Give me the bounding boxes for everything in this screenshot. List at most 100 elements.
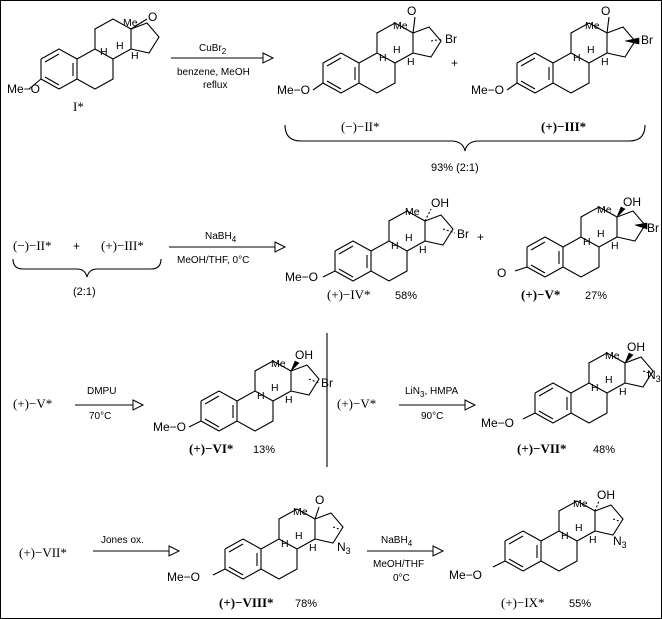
compound-label: (+)−VIII*: [219, 595, 274, 610]
svg-text:N3: N3: [613, 534, 627, 550]
grouping-brace: [284, 124, 646, 152]
methoxy-label: Me−O: [481, 416, 514, 430]
hydroxyl-o-label: O: [497, 266, 506, 280]
methyl-label: Me: [123, 17, 138, 29]
yield-label: 27%: [585, 290, 607, 302]
compound-label: (−)−II*: [13, 238, 51, 253]
reagent-text: Jones ox.: [101, 535, 144, 546]
methoxy-label: Me−O: [277, 83, 310, 97]
svg-text:NaBH4: NaBH4: [205, 231, 237, 244]
reagent-text: reflux: [203, 80, 227, 91]
h-label: H: [589, 534, 597, 546]
h-label: H: [619, 386, 627, 398]
h-label: H: [561, 530, 569, 542]
methoxy-label: Me−O: [167, 570, 200, 584]
h-label: H: [575, 522, 583, 534]
compound-label: (+)−IX*: [501, 595, 545, 610]
h-label: H: [271, 382, 279, 394]
compound-label: (+)−VII*: [19, 545, 67, 560]
arrow-reaction-2: NaBH4 MeOH/THF, 0°C: [169, 231, 287, 266]
h-label: H: [100, 46, 108, 58]
mixture-II-III: (−)−II* + (+)−III* (2:1): [12, 238, 162, 298]
methyl-label: Me: [573, 498, 588, 510]
svg-text:NaBH4: NaBH4: [381, 535, 413, 548]
compound-VII: Me−O OH Me N3 H H H (+)−VII* 48%: [481, 340, 661, 456]
hydroxyl-label: OH: [295, 348, 313, 362]
h-label: H: [309, 542, 317, 554]
substituent-label: Br: [445, 32, 457, 46]
substituent-label: N: [337, 540, 346, 554]
methoxy-label: Me−O: [449, 568, 482, 582]
reagent-text: MeOH/THF, 0°C: [177, 255, 249, 266]
plus-sign: +: [451, 56, 458, 70]
h-label: H: [405, 232, 413, 244]
compound-label: (+)−III*: [541, 119, 586, 134]
ketone-o-label: O: [601, 4, 610, 18]
compound-label: (+)−VII*: [517, 441, 566, 456]
reagent-text: 90°C: [421, 411, 443, 422]
reagent-text: NaBH: [381, 535, 408, 546]
methyl-label: Me: [605, 350, 620, 362]
compound-label: (+)−V*: [521, 287, 560, 302]
hydroxyl-label: OH: [627, 340, 645, 354]
compound-label: (+)−V*: [337, 396, 376, 411]
compound-label: (+)−IV*: [327, 287, 371, 302]
svg-text:N3: N3: [647, 368, 661, 384]
compound-IX: Me−O OH Me N3 H H H (+)−IX* 55%: [449, 488, 627, 610]
compound-label: (+)−VI*: [189, 441, 233, 456]
compound-II: Me−O O Me Br H H H (−)−II*: [277, 4, 457, 134]
substituent-label: N: [613, 534, 622, 548]
compound-III: Me−O O Me Br H H H (+)−III*: [471, 4, 653, 134]
compound-VIII: Me−O O Me N3 H H H (+)−VIII* 78%: [167, 493, 351, 610]
yield-label: 58%: [395, 290, 417, 302]
reagent-text: 70°C: [89, 411, 111, 422]
yield-label: 13%: [253, 444, 275, 456]
reagent-text: NaBH: [205, 231, 232, 242]
compound-V: O OH Me Br H H H (+)−V* 27%: [497, 195, 659, 302]
reaction-3: (+)−V* DMPU 70°C: [13, 386, 145, 422]
reaction-4: (+)−V* LiN3, HMPA 90°C: [337, 386, 477, 422]
h-label: H: [597, 228, 605, 240]
h-label: H: [573, 52, 581, 64]
h-label: H: [116, 40, 124, 52]
reagent-text: DMPU: [87, 386, 116, 397]
hydroxyl-label: OH: [431, 196, 449, 210]
svg-text:N3: N3: [337, 540, 351, 556]
yield-label: 78%: [295, 598, 317, 610]
methyl-label: Me: [405, 206, 420, 218]
reagent-text: MeOH/THF: [373, 559, 424, 570]
compound-label: I*: [73, 99, 84, 114]
plus-sign: +: [73, 239, 80, 253]
combined-yield: 93% (2:1): [431, 162, 479, 174]
ketone-o-label: O: [315, 493, 324, 507]
substituent-label: Br: [321, 376, 333, 390]
compound-I: Me−O O Me H H H I*: [7, 10, 160, 114]
yield-label: 55%: [569, 598, 591, 610]
h-label: H: [407, 56, 415, 68]
h-label: H: [281, 538, 289, 550]
compound-label: (−)−II*: [341, 119, 379, 134]
reaction-6: NaBH4 MeOH/THF 0°C: [367, 535, 445, 584]
h-label: H: [583, 236, 591, 248]
compound-IV: Me−O OH Me Br H H H (+)−IV* 58%: [285, 196, 469, 302]
reagent-text: LiN: [405, 386, 420, 397]
methyl-label: Me: [597, 204, 612, 216]
reaction-5: (+)−VII* Jones ox.: [19, 535, 181, 560]
h-label: H: [131, 50, 139, 62]
h-label: H: [611, 240, 619, 252]
substituent-label: Br: [647, 221, 659, 235]
hydroxyl-label: OH: [623, 195, 641, 209]
ketone-o-label: O: [148, 10, 157, 24]
h-label: H: [591, 382, 599, 394]
methyl-label: Me: [393, 20, 408, 32]
substituent-label: Br: [457, 227, 469, 241]
h-label: H: [393, 44, 401, 56]
h-label: H: [391, 240, 399, 252]
hydroxyl-label: OH: [597, 488, 615, 502]
compound-VI: Me−O OH Me Br H H H (+)−VI* 13%: [153, 348, 333, 456]
plus-sign: +: [477, 230, 484, 244]
reagent-text: benzene, MeOH: [177, 67, 250, 78]
methoxy-label: Me−O: [471, 83, 504, 97]
